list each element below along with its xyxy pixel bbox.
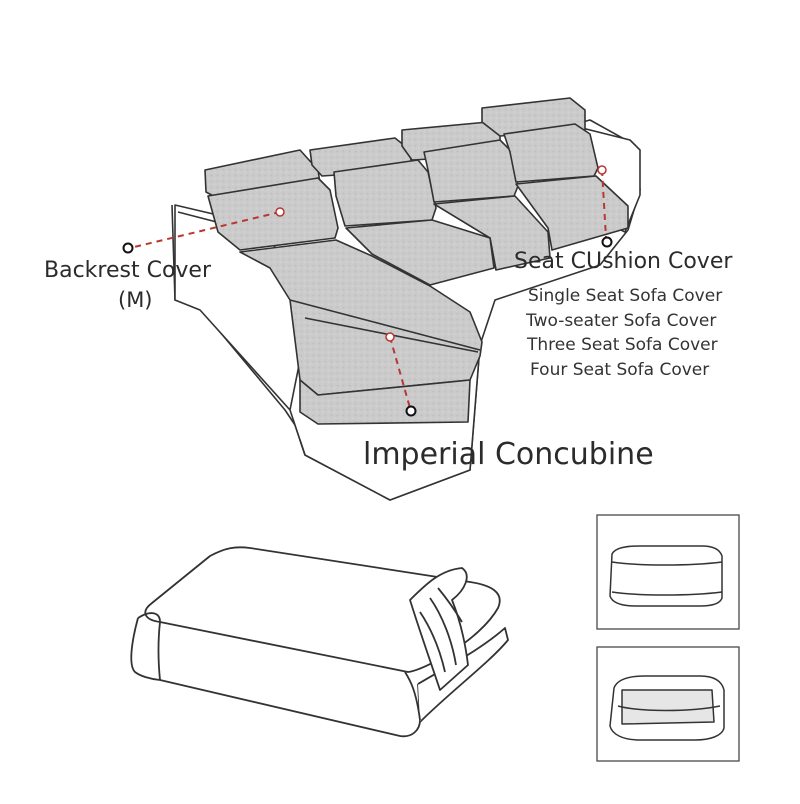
cover-front	[130, 617, 421, 738]
seat-option-two-seater: Two-seater Sofa Cover	[526, 311, 717, 331]
seat-leader-dot	[597, 165, 607, 175]
cushion-cover-illustration	[130, 546, 509, 738]
thumbnail-bottom	[596, 646, 740, 762]
backrest-cover-label: Backrest Cover	[44, 258, 212, 283]
chaise-cushion-front	[299, 379, 471, 425]
cover-fold	[409, 567, 469, 691]
seat-cushion-cover-label: Seat CUshion Cover	[514, 249, 733, 274]
backrest-leader-end	[122, 242, 134, 254]
backrest-cushion-3	[423, 139, 519, 203]
imperial-leader	[389, 336, 411, 409]
cover-top	[144, 546, 501, 673]
thumbnail-top	[596, 514, 740, 630]
seat-option-three-seat: Three Seat Sofa Cover	[527, 335, 718, 355]
imperial-concubine-label: lmperial Concubine	[363, 437, 654, 472]
imperial-leader-dot	[385, 332, 395, 342]
imperial-leader-end	[405, 405, 417, 417]
backrest-cushions	[207, 123, 599, 251]
backrest-leader-dot	[275, 207, 285, 217]
seat-option-single: Single Seat Sofa Cover	[528, 286, 723, 306]
seat-option-four-seat: Four Seat Sofa Cover	[530, 360, 710, 380]
seat-leader-end	[601, 236, 613, 248]
seat-cushion-leader	[601, 169, 607, 239]
backrest-cushion-4	[503, 123, 599, 183]
seat-cushions	[239, 175, 629, 425]
leader-lines	[129, 169, 607, 409]
backrest-size-label: (M)	[118, 288, 153, 312]
leader-dots	[122, 165, 613, 417]
seat-cushion-2	[345, 219, 495, 286]
seat-cushion-4	[515, 175, 629, 251]
backrest-cushion-1	[207, 177, 339, 251]
backrest-cushion-2	[333, 159, 437, 227]
thumbnail-top-cushion	[609, 545, 723, 607]
backrest-leader	[129, 211, 281, 249]
